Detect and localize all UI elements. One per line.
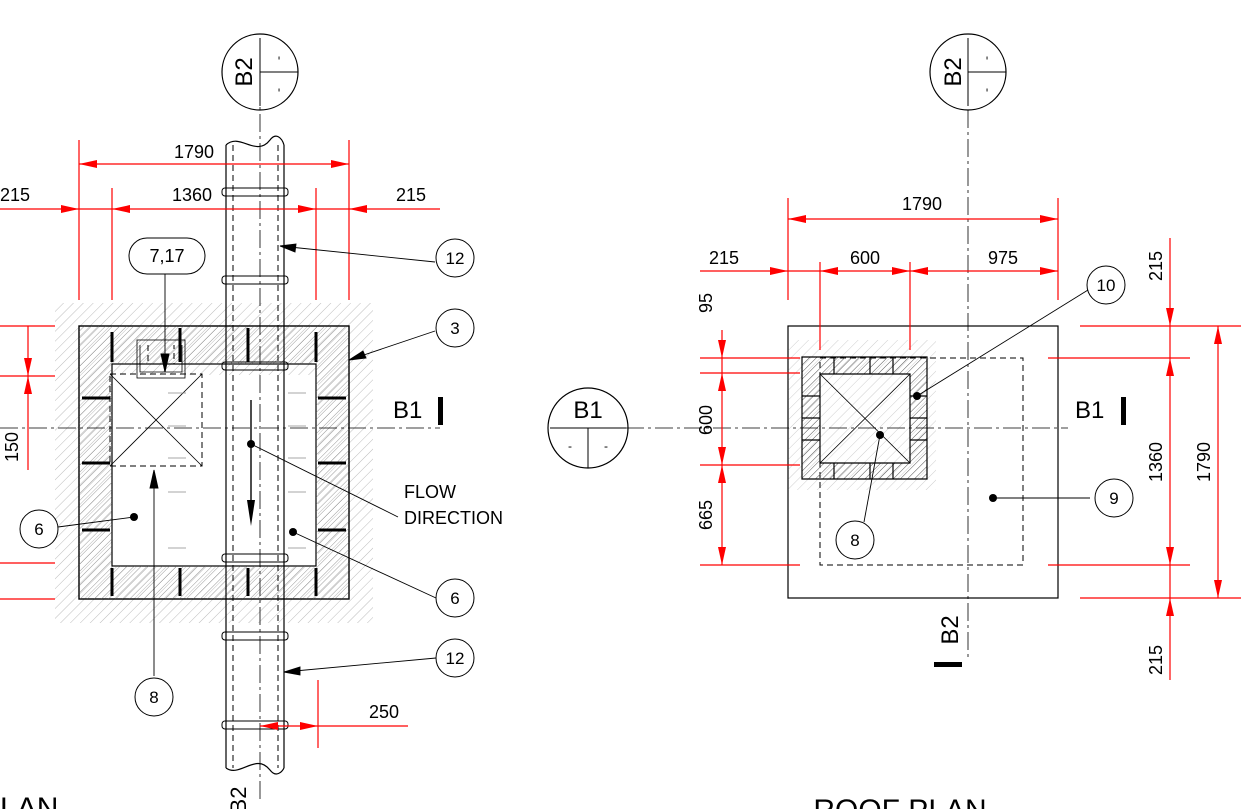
dim-1360-left: 1360	[172, 185, 212, 205]
svg-text:7,17: 7,17	[149, 246, 184, 266]
section-marker-b1-left: B1	[393, 397, 443, 425]
manhole-cover	[109, 339, 203, 467]
dims-right-vertical-left	[700, 330, 800, 566]
callout-3: 3	[435, 308, 475, 348]
dim-665: 665	[696, 500, 716, 530]
roof-plan-title: ROOF PLAN	[813, 794, 986, 809]
callout-9: 9	[1094, 478, 1134, 518]
callout-10: 10	[1086, 265, 1126, 305]
bubble-label-b2-right: B2	[940, 57, 967, 86]
callout-8-right: 8	[835, 520, 875, 560]
callout-12-bottom: 12	[435, 638, 475, 678]
flow-label-1: FLOW	[404, 482, 456, 502]
bubble-dash: -	[271, 56, 285, 60]
dim-215-right-wall: 215	[396, 185, 426, 205]
callout-12-top: 12	[435, 238, 475, 278]
dims-right-horizontal	[700, 198, 1059, 350]
bubble-dash: -	[568, 439, 572, 453]
dim-150: 150	[2, 432, 22, 462]
roof-plan: B1 - - B1 B2 - - B2	[547, 33, 1241, 809]
bubble-dash: -	[979, 88, 993, 92]
brick-joints-left	[82, 328, 346, 596]
callout-7-17: 7,17	[128, 237, 206, 275]
callout-6-right: 6	[435, 578, 475, 618]
svg-text:12: 12	[446, 249, 465, 268]
svg-text:10: 10	[1097, 276, 1116, 295]
section-label-b2-right: B2	[937, 615, 964, 644]
plan-title: PLAN	[0, 792, 58, 809]
dim-1790-roof: 1790	[902, 194, 942, 214]
section-label-b1-right: B1	[1075, 397, 1104, 424]
bubble-dash: -	[604, 439, 608, 453]
bubble-dash: -	[979, 56, 993, 60]
leaders-right	[863, 289, 1090, 523]
section-bubble-b1-right: B1 - -	[547, 387, 629, 469]
svg-text:9: 9	[1109, 489, 1118, 508]
svg-text:6: 6	[34, 520, 43, 539]
section-marker-b1-right: B1	[1075, 397, 1126, 425]
dim-1790-left: 1790	[174, 142, 214, 162]
dim-600-vertical: 600	[696, 405, 716, 435]
dim-215-roof-top: 215	[1146, 251, 1166, 281]
svg-text:6: 6	[450, 589, 459, 608]
dim-95: 95	[696, 293, 716, 313]
section-bubble-b2-right: B2 - -	[929, 33, 1007, 111]
dim-215-left-wall: 215	[0, 185, 30, 205]
left-plan: B1 B2 - - B2	[0, 33, 503, 809]
dim-250: 250	[369, 702, 399, 722]
leaders-left	[57, 243, 437, 676]
pipe-left	[221, 135, 289, 775]
dim-215-roof-bottom: 215	[1146, 645, 1166, 675]
callout-8-left: 8	[134, 677, 174, 717]
svg-text:8: 8	[850, 531, 859, 550]
bubble-dash: -	[271, 88, 285, 92]
dim-1360-roof: 1360	[1146, 442, 1166, 482]
section-bubble-b2-left: B2 - -	[221, 33, 299, 111]
section-label-b1: B1	[393, 397, 422, 424]
section-label-b2-bottom: B2	[226, 787, 251, 809]
svg-text:12: 12	[446, 649, 465, 668]
wall-fill	[79, 326, 349, 599]
dim-600-roof: 600	[850, 248, 880, 268]
bubble-label-b2: B2	[231, 57, 258, 86]
dim-215-roof: 215	[709, 248, 739, 268]
dim-1790-roof-vertical: 1790	[1194, 442, 1214, 482]
dims-right-vertical-right	[1048, 238, 1241, 680]
flow-arrow	[247, 400, 255, 526]
svg-text:3: 3	[450, 319, 459, 338]
flow-label-2: DIRECTION	[404, 508, 503, 528]
bubble-label-b1: B1	[573, 397, 602, 424]
dim-975-roof: 975	[988, 248, 1018, 268]
svg-text:8: 8	[149, 688, 158, 707]
section-marker-b2-right: B2	[934, 615, 964, 667]
flow-ticks	[168, 392, 306, 549]
callout-6-left: 6	[19, 509, 59, 549]
dims-left	[0, 140, 440, 748]
